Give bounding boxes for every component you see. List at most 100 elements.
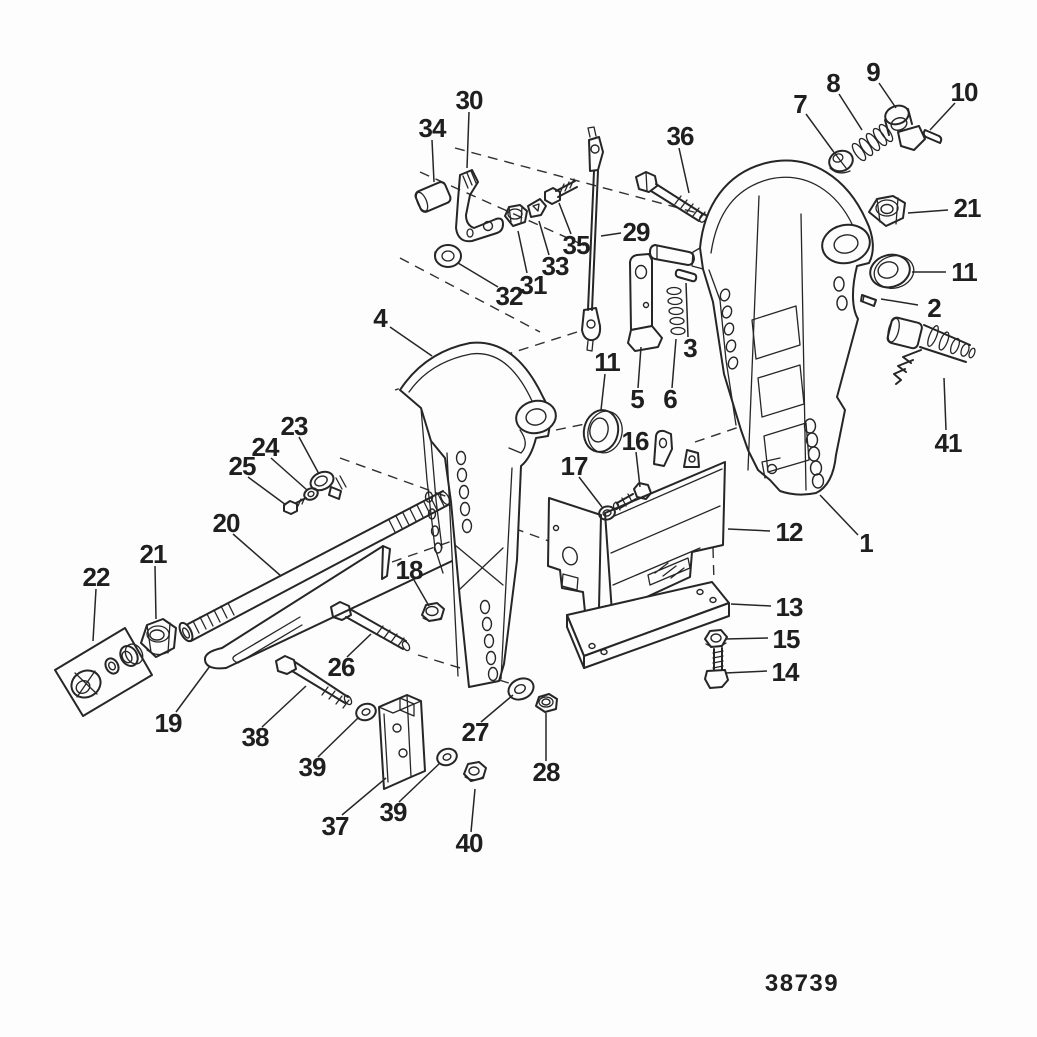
callout-34: 34	[419, 113, 447, 143]
callout-leader-12	[727, 528, 771, 532]
callout-39-lower: 39	[380, 797, 407, 827]
callout-leader-39-upper	[317, 716, 360, 758]
callout-19: 19	[155, 708, 182, 738]
bolt-36-drawing	[635, 171, 708, 223]
callout-37: 37	[322, 811, 349, 841]
callout-leader-38	[261, 685, 307, 728]
callout-leader-36	[678, 147, 690, 194]
washer-39-lower-drawing	[436, 747, 458, 767]
callout-leader-41	[943, 377, 947, 431]
callout-28: 28	[533, 757, 560, 787]
callout-17: 17	[561, 451, 588, 481]
callout-30: 30	[456, 85, 483, 115]
callout-38: 38	[242, 722, 269, 752]
spacer-roller-drawing	[414, 181, 452, 213]
washer-27-drawing	[507, 677, 535, 701]
callout-31: 31	[520, 270, 547, 300]
callout-21-left: 21	[140, 539, 167, 569]
bolt-14-drawing	[704, 647, 729, 689]
locknut-21-right-drawing	[868, 195, 906, 227]
callout-14: 14	[772, 657, 800, 687]
callout-leader-37	[341, 777, 387, 816]
callout-18: 18	[396, 555, 423, 585]
callout-leader-1	[819, 494, 859, 536]
callout-leader-13	[730, 603, 772, 607]
callout-leader-17	[578, 476, 603, 508]
callout-leader-27	[480, 694, 514, 723]
callout-leader-14	[724, 670, 768, 674]
washer-17-drawing	[598, 505, 616, 521]
drawing-number: 38739	[765, 970, 839, 997]
locknut-small-drawing	[504, 204, 528, 227]
callout-leader-21-right	[907, 209, 949, 214]
callout-leader-32	[457, 262, 499, 288]
screw-25-drawing	[283, 496, 307, 515]
callout-4: 4	[373, 303, 388, 333]
callout-9: 9	[866, 57, 880, 87]
callout-11-middle: 11	[594, 347, 620, 377]
callout-leader-18	[413, 579, 430, 607]
bolt-26-drawing	[330, 601, 411, 652]
tilt-lock-lever-drawing	[455, 169, 504, 243]
callout-leader-20	[232, 533, 282, 577]
insert-7-drawing	[828, 149, 854, 174]
pin-3-drawing	[674, 268, 698, 283]
callout-23: 23	[281, 411, 308, 441]
thrust-washer-right-drawing	[869, 253, 915, 289]
callout-leader-34	[431, 139, 435, 183]
callout-leader-3	[685, 282, 689, 338]
callout-leader-24	[270, 457, 308, 491]
callout-leader-31	[517, 230, 528, 274]
callout-41: 41	[935, 428, 962, 458]
nut-18-drawing	[421, 602, 445, 622]
spring-8-drawing	[851, 123, 894, 162]
callout-32: 32	[496, 281, 523, 311]
pin-10-drawing	[922, 129, 943, 144]
callout-leader-4	[389, 326, 433, 357]
screw-35-drawing	[544, 178, 578, 205]
callout-leader-40	[470, 788, 476, 833]
callout-2: 2	[927, 293, 941, 323]
nut-15-drawing	[704, 629, 728, 648]
callout-leader-22	[92, 588, 97, 642]
callout-10: 10	[951, 77, 978, 107]
callout-29: 29	[623, 217, 650, 247]
callout-leader-33	[538, 220, 550, 256]
callout-leader-19	[175, 665, 211, 713]
callout-leader-16	[635, 451, 641, 488]
callout-36: 36	[667, 121, 694, 151]
callout-25: 25	[229, 451, 256, 481]
callout-leader-2	[880, 298, 919, 306]
spring-6-drawing	[666, 286, 686, 336]
clamp-bracket-port-drawing	[399, 341, 557, 688]
bolt-38-drawing	[275, 655, 353, 709]
callout-leader-10	[929, 102, 956, 131]
nut-40-drawing	[463, 761, 487, 782]
locknut-21-left-drawing	[140, 618, 177, 658]
callout-15: 15	[773, 624, 800, 654]
callout-7: 7	[793, 89, 807, 119]
callout-12: 12	[776, 517, 803, 547]
callout-1: 1	[859, 528, 873, 558]
callout-40: 40	[456, 828, 483, 858]
callout-5: 5	[630, 384, 644, 414]
reverse-lock-latch-drawing	[884, 104, 926, 151]
tilt-lock-rod-drawing	[203, 545, 453, 670]
callout-leader-25	[247, 476, 287, 506]
mount-plate-drawing	[566, 581, 730, 669]
callout-35: 35	[563, 230, 590, 260]
tilt-tube-rod-drawing	[178, 490, 451, 643]
callout-3: 3	[683, 333, 697, 363]
callout-leader-35	[558, 202, 572, 235]
callout-leader-5	[637, 346, 642, 389]
anchor-plate-37-drawing	[378, 694, 426, 790]
clamp-bracket-starboard-drawing	[691, 159, 874, 496]
pin-2-drawing	[860, 294, 877, 307]
thrust-washer-middle-drawing	[582, 409, 623, 454]
callout-leader-9	[878, 82, 897, 109]
callout-27: 27	[462, 717, 489, 747]
callout-leader-21-left	[154, 565, 157, 620]
